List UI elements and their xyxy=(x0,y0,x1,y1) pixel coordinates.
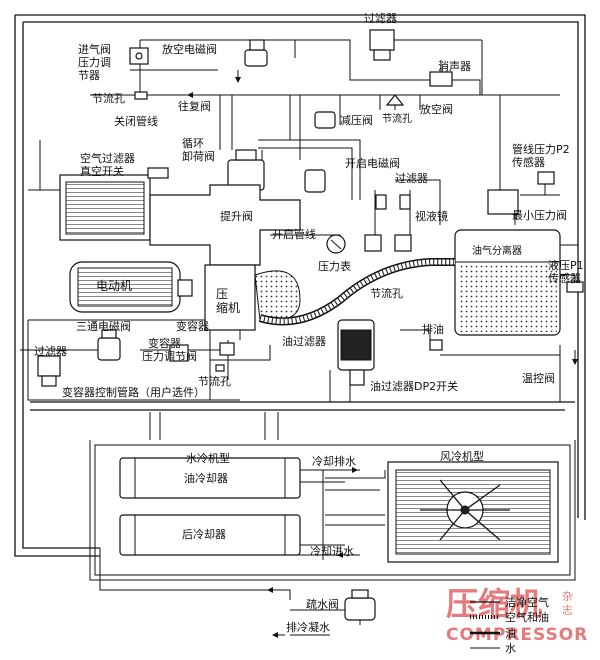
label-line-sensor-2: 传感器 xyxy=(512,156,545,169)
label-pressure-regulating-valve: 压力调节阀 xyxy=(142,349,197,363)
flow-arrows xyxy=(187,70,578,638)
component-shapes xyxy=(37,29,584,621)
label-filter-left: 过滤器 xyxy=(34,345,67,358)
label-air-filter-2: 真空开关 xyxy=(80,164,124,178)
label-condensate-drain: 排冷凝水 xyxy=(286,620,330,634)
filter-top-body xyxy=(369,29,395,51)
label-filter-top: 过滤器 xyxy=(364,12,397,25)
label-three-way-solenoid: 三通电磁阀 xyxy=(76,319,131,333)
label-air-filter-1: 空气过滤器 xyxy=(80,151,135,165)
label-oil-filter: 油过滤器 xyxy=(282,334,326,348)
label-oil-cooler: 油冷却器 xyxy=(184,471,228,485)
legend-label-clean-air: 洁净空气 xyxy=(505,595,549,609)
label-open-line: 开启管线 xyxy=(272,227,316,241)
label-drain-valve: 疏水阀 xyxy=(306,597,339,611)
label-capacity-valve-2: 变容器 xyxy=(148,336,181,350)
label-capacity-valve-1: 变容器 xyxy=(176,319,209,333)
legend-label-oil: 油 xyxy=(505,626,516,640)
label-oil-gas-separator: 油气分离器 xyxy=(472,244,522,257)
label-line-sensor-1: 管线压力P2 xyxy=(512,142,570,156)
label-air-cooled: 风冷机型 xyxy=(440,449,484,463)
label-thermostatic-valve: 温控阀 xyxy=(522,371,555,385)
label-reciprocating-valve: 往复阀 xyxy=(178,99,211,113)
label-pressure-gauge: 压力表 xyxy=(318,259,351,273)
label-cooling-water-out: 冷却排水 xyxy=(312,454,356,468)
label-lift-valve: 提升阀 xyxy=(220,209,253,223)
labels: 过滤器 进气阀 压力调 节器 放空电磁阀 消声器 节流孔 放空阀 往复阀 关闭管… xyxy=(34,12,584,634)
label-orifice-left: 节流孔 xyxy=(92,91,125,105)
label-drain-oil: 排油 xyxy=(422,322,444,336)
label-oil-filter-dp2: 油过滤器DP2开关 xyxy=(370,379,458,393)
label-shutoff-line: 关闭管线 xyxy=(114,114,158,128)
label-hydraulic-sensor-1: 液压P1 xyxy=(548,258,584,272)
label-muffler: 消声器 xyxy=(438,59,471,73)
label-sight-glass: 视液镜 xyxy=(415,209,448,223)
watermark-side-1: 杂 xyxy=(562,590,573,603)
legend-label-air-oil: 空气和油 xyxy=(505,610,549,624)
label-capacity-control-line: 变容器控制管路（用户选件） xyxy=(62,385,205,399)
label-min-pressure-valve: 最小压力阀 xyxy=(512,208,567,222)
label-open-solenoid: 开启电磁阀 xyxy=(345,156,400,170)
label-after-cooler: 后冷却器 xyxy=(182,528,226,541)
label-vent-valve: 放空阀 xyxy=(420,102,453,116)
legend-label-water: 水 xyxy=(505,642,516,655)
label-orifice-right: 节流孔 xyxy=(370,286,403,300)
label-pressure-reducing-valve: 减压阀 xyxy=(340,113,373,127)
label-compressor-2: 缩机 xyxy=(216,300,240,315)
label-compressor-1: 压 xyxy=(216,287,228,301)
label-vent-solenoid: 放空电磁阀 xyxy=(162,42,217,56)
watermark-brand: COMPRESSOR xyxy=(446,625,588,645)
label-intake-valve-3: 节器 xyxy=(78,69,100,82)
label-orifice-bottom: 节流孔 xyxy=(198,374,231,388)
watermark-side-2: 志 xyxy=(562,604,573,617)
label-filter-mid: 过滤器 xyxy=(395,172,428,185)
label-circulation-2: 卸荷阀 xyxy=(182,149,215,163)
watermark: 压缩机 杂 志 COMPRESSOR xyxy=(446,585,588,645)
label-cooling-water-in: 冷却进水 xyxy=(310,545,354,558)
label-motor: 电动机 xyxy=(96,279,132,293)
label-intake-valve-1: 进气阀 xyxy=(78,42,111,56)
label-circulation-1: 循环 xyxy=(182,137,204,150)
label-intake-valve-2: 压力调 xyxy=(78,56,111,69)
label-orifice-mid: 节流孔 xyxy=(382,112,412,125)
legend: 洁净空气 空气和油 油 水 xyxy=(470,595,549,655)
label-hydraulic-sensor-2: 传感器 xyxy=(548,272,581,285)
label-water-cooled: 水冷机型 xyxy=(186,451,230,465)
